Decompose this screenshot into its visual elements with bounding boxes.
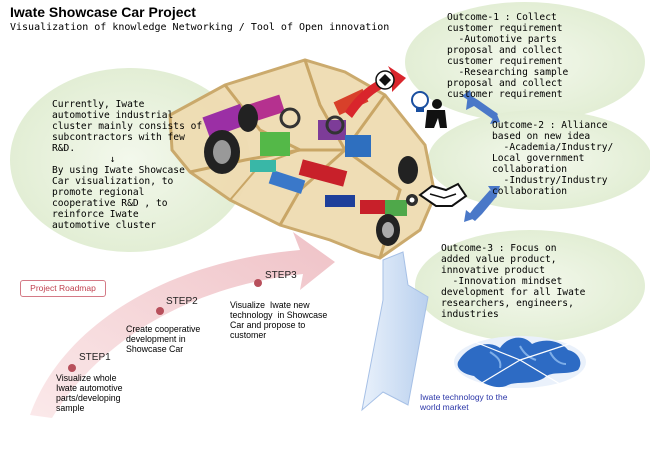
car-illustration bbox=[168, 58, 437, 260]
intro-text: Currently, Iwate automotive industrial c… bbox=[52, 99, 203, 231]
outcome-3-ellipse bbox=[415, 230, 645, 342]
step2-desc: Create cooperative development in Showca… bbox=[126, 324, 201, 354]
roadmap-arrow bbox=[30, 232, 335, 418]
step3-dot bbox=[254, 279, 262, 287]
world-map-icon bbox=[454, 336, 586, 388]
link-arrow-2-3 bbox=[464, 186, 500, 222]
outcome-2-ellipse bbox=[428, 110, 650, 210]
step3-desc: Visualize Iwate new technology in Showca… bbox=[230, 300, 328, 340]
step1-title: STEP1 bbox=[79, 352, 111, 363]
step2-dot bbox=[156, 307, 164, 315]
world-arrow bbox=[361, 251, 429, 412]
outcome-1-text: Outcome-1 : Collect customer requirement… bbox=[447, 12, 569, 100]
handshake-icon bbox=[418, 182, 468, 207]
project-roadmap-badge: Project Roadmap bbox=[20, 280, 106, 297]
circle-icon bbox=[375, 70, 395, 90]
step1-dot bbox=[68, 364, 76, 372]
world-market-label: Iwate technology to the world market bbox=[420, 392, 508, 412]
outcome-1-ellipse bbox=[405, 2, 645, 122]
page-title: Iwate Showcase Car Project bbox=[10, 4, 196, 20]
outcome-2-text: Outcome-2 : Alliance based on new idea -… bbox=[492, 120, 614, 197]
lightbulb-icon bbox=[411, 91, 429, 112]
person-icon bbox=[425, 99, 447, 128]
step3-title: STEP3 bbox=[265, 270, 297, 281]
gear-icon bbox=[406, 194, 418, 206]
page-subtitle: Visualization of knowledge Networking / … bbox=[10, 22, 390, 33]
outcome-3-text: Outcome-3 : Focus on added value product… bbox=[441, 243, 586, 320]
step1-desc: Visualize whole Iwate automotive parts/d… bbox=[56, 373, 123, 413]
link-arrow-1-2 bbox=[462, 90, 500, 124]
step2-title: STEP2 bbox=[166, 296, 198, 307]
